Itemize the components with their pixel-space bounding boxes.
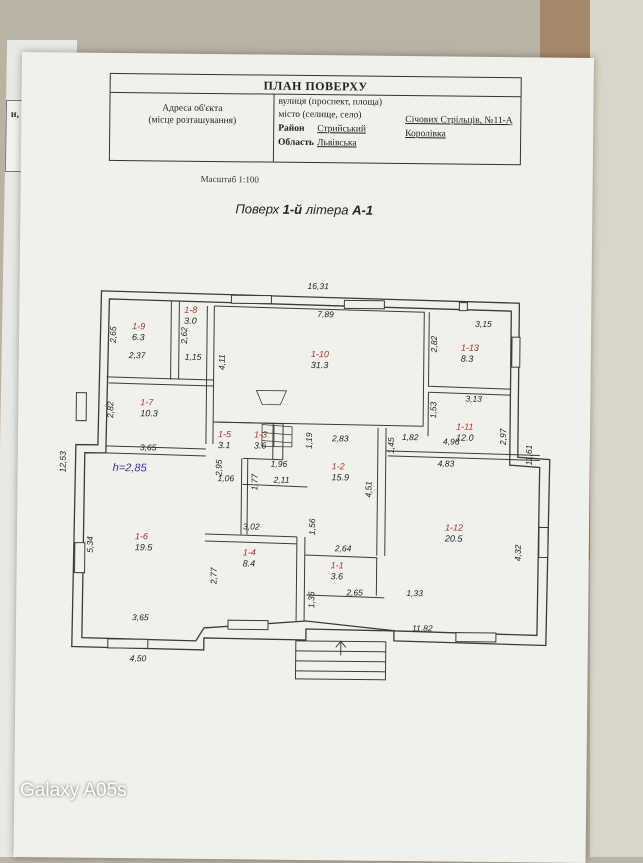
room-number: 1-1 <box>331 560 344 570</box>
dimension-label: 16,31 <box>308 281 330 291</box>
room-number: 1-3 <box>254 429 267 439</box>
dimension-label: 7,89 <box>317 309 334 319</box>
dimension-label: 2,37 <box>128 350 146 360</box>
dimension-label: 1,33 <box>406 588 423 598</box>
dimension-label: 1,36 <box>306 591 316 608</box>
dimension-label: 2,82 <box>429 335 439 353</box>
dimension-label: 2,77 <box>208 567 218 585</box>
room-area: 3.1 <box>218 440 231 450</box>
entrance-steps <box>295 641 385 680</box>
dimension-label: 2,64 <box>334 543 352 553</box>
room-area: 8.4 <box>243 558 256 568</box>
dimension-label: 1,19 <box>304 432 314 449</box>
dimension-label: 5,34 <box>85 536 95 553</box>
room-number: 1-13 <box>461 343 479 353</box>
room-number: 1-4 <box>243 547 256 557</box>
room-area: 10.3 <box>140 408 158 418</box>
room-area: 3.0 <box>184 316 197 326</box>
room-area: 6.3 <box>132 332 145 342</box>
dimension-label: 4,11 <box>217 354 227 370</box>
floor-plan-page: ПЛАН ПОВЕРХУ Адреса об'єкта (місце розта… <box>14 52 594 863</box>
dimension-label: 3,15 <box>475 319 492 329</box>
room-number: 1-10 <box>311 349 329 359</box>
room-area: 3.6 <box>330 571 343 581</box>
room-number: 1-6 <box>135 531 148 541</box>
room-area: 8.3 <box>461 354 474 364</box>
dimension-label: 2,65 <box>345 587 363 597</box>
dimension-label: 1,96 <box>271 459 288 469</box>
room-number: 1-2 <box>332 461 345 471</box>
camera-watermark: Galaxy A05s <box>20 780 127 802</box>
dimension-label: 4,50 <box>130 653 147 663</box>
dimension-label: 2,83 <box>331 433 349 443</box>
room-number: 1-8 <box>184 305 197 315</box>
dimension-label: 4,32 <box>513 544 523 561</box>
dimension-label: 1,45 <box>386 437 396 454</box>
room-number: 1-9 <box>132 321 145 331</box>
dimension-label: 11,61 <box>524 444 534 465</box>
dimension-label: 12,53 <box>58 451 68 473</box>
dimension-label: 1,15 <box>185 352 202 362</box>
dimension-label: 1,06 <box>217 473 234 483</box>
room-area: 31.3 <box>311 360 329 370</box>
dimension-label: 1,56 <box>307 518 317 535</box>
floor-plan-drawing: 1-9 6.3 1-8 3.0 1-10 31.3 1-13 8.3 1-7 1… <box>14 52 594 863</box>
room-number: 1-7 <box>140 397 154 407</box>
dimension-label: 11,82 <box>412 623 433 633</box>
dimension-label: 3,65 <box>132 612 149 622</box>
background-cloth <box>590 0 643 857</box>
dimension-label: 2,11 <box>272 475 289 485</box>
dimension-label: 2,97 <box>498 428 508 446</box>
room-number: 1-5 <box>218 429 232 439</box>
room-area: 15.9 <box>332 472 350 482</box>
dimension-label: 3,02 <box>243 521 260 531</box>
dimension-label: 3,65 <box>140 442 157 452</box>
room-number: 1-11 <box>456 422 473 432</box>
dimension-label: 2,65 <box>108 326 118 344</box>
room-area: 3.6 <box>254 440 267 450</box>
dimension-label: 1,53 <box>428 401 438 418</box>
dimension-label: 2,82 <box>105 401 115 419</box>
dimension-label: 3,13 <box>465 394 482 404</box>
dimension-label: 2,62 <box>179 327 189 345</box>
room-area: 20.5 <box>444 533 464 543</box>
ceiling-height-label: h=2,85 <box>113 462 148 474</box>
dimension-label: 4,96 <box>443 436 460 446</box>
room-area: 19.5 <box>135 542 154 552</box>
dimension-label: 1,82 <box>402 432 419 442</box>
room-number: 1-12 <box>445 522 463 532</box>
dimension-label: 4,51 <box>363 481 373 498</box>
dimension-label: 1,77 <box>249 474 259 491</box>
dimension-label: 4,83 <box>438 458 455 468</box>
